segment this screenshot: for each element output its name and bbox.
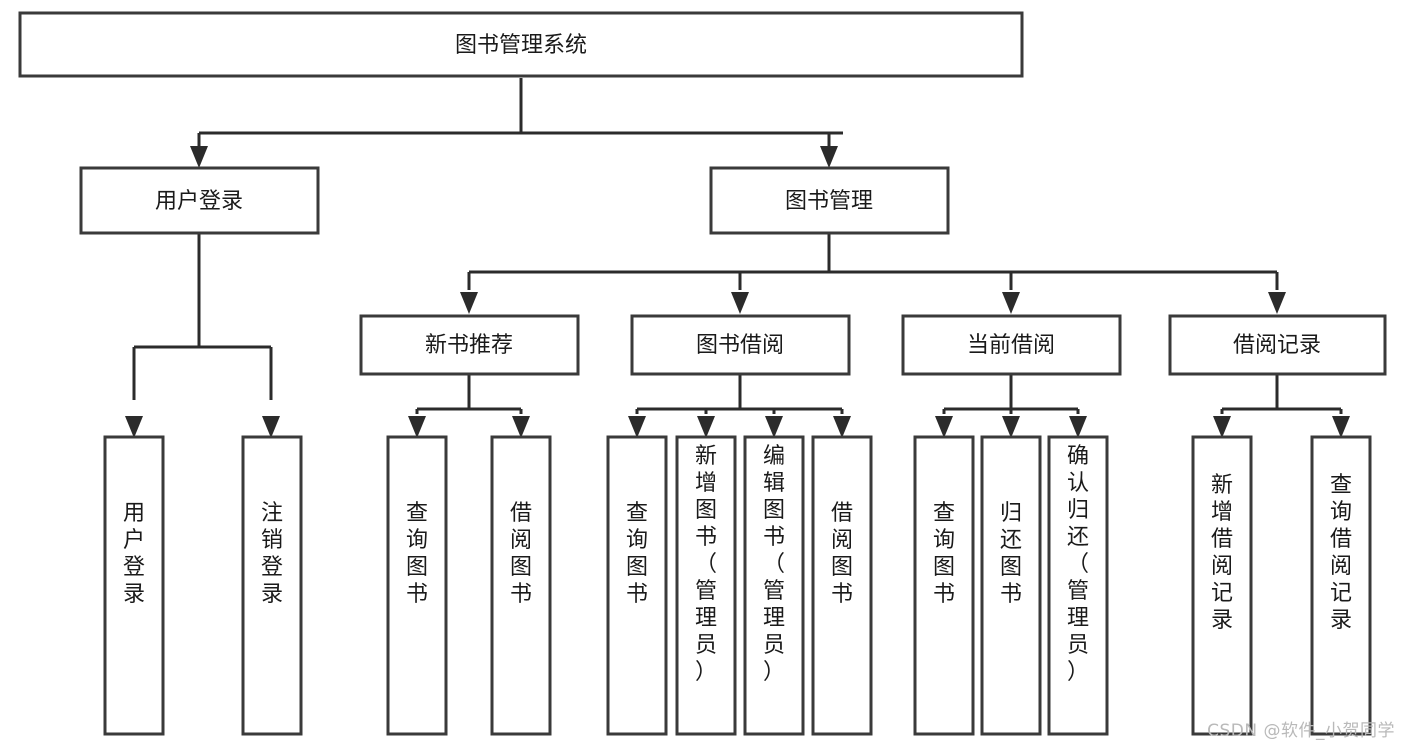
arrow-to-new-book [460,292,478,314]
node-current-borrow-box[interactable] [901,314,1122,376]
node-current-borrow-label: 当前借阅 [967,333,1055,358]
node-user-login-label: 用户登录 [155,189,243,214]
watermark-label: CSDN @软件_小贺同学 [1207,721,1395,741]
arrow-leaf-query-book-1 [408,416,426,438]
node-book-management-label: 图书管理 [785,189,873,214]
node-borrow-record-box[interactable] [1168,314,1387,376]
node-leaf-query-book-1-box[interactable] [386,435,448,736]
arrow-leaf-return-book [1002,416,1020,438]
node-root-label: 图书管理系统 [455,33,587,58]
node-leaf-user-logout[interactable]: 注销登录 [241,435,303,736]
node-leaf-query-book-2-label: 查询图书 [626,501,648,607]
node-new-book-recommend[interactable]: 新书推荐 [359,314,580,376]
arrow-to-book-management [820,146,838,168]
node-leaf-query-record[interactable]: 查询借阅记录 [1310,435,1372,736]
node-leaf-query-book-2[interactable]: 查询图书 [606,435,668,736]
node-borrow-record-label: 借阅记录 [1233,333,1321,358]
node-user-login[interactable]: 用户登录 [79,166,320,235]
node-leaf-return-book-label: 归还图书 [1000,501,1022,607]
arrow-leaf-confirm-return [1069,416,1087,438]
node-root-box[interactable] [18,11,1024,78]
node-leaf-query-book-1-label: 查询图书 [406,501,428,607]
node-user-login-box[interactable] [79,166,320,235]
node-leaf-query-book-3[interactable]: 查询图书 [913,435,975,736]
node-leaf-confirm-return-label: 确认归还（管理员） [1067,444,1089,685]
node-leaf-borrow-book-2-box[interactable] [811,435,873,736]
arrow-leaf-user-login [125,416,143,438]
node-book-management-box[interactable] [709,166,950,235]
arrow-leaf-query-record [1332,416,1350,438]
node-leaf-edit-book-label: 编辑图书（管理员） [763,444,785,685]
node-root[interactable]: 图书管理系统 [18,11,1024,78]
node-book-borrow-box[interactable] [630,314,851,376]
arrow-leaf-query-book-2 [628,416,646,438]
node-leaf-query-book-3-box[interactable] [913,435,975,736]
arrow-to-current-borrow [1002,292,1020,314]
node-leaf-add-record[interactable]: 新增借阅记录 [1191,435,1253,736]
node-new-book-recommend-label: 新书推荐 [425,333,513,358]
node-leaf-return-book[interactable]: 归还图书 [980,435,1042,736]
node-book-borrow-label: 图书借阅 [696,333,784,358]
node-leaf-borrow-book-1-label: 借阅图书 [510,501,532,607]
node-leaf-query-book-1[interactable]: 查询图书 [386,435,448,736]
node-leaf-query-record-label: 查询借阅记录 [1330,473,1352,633]
arrow-leaf-borrow-book-2 [833,416,851,438]
connector-layer [125,78,1350,438]
node-leaf-borrow-book-1[interactable]: 借阅图书 [490,435,552,736]
node-leaf-add-record-box[interactable] [1191,435,1253,736]
arrow-leaf-query-book-3 [935,416,953,438]
arrow-leaf-add-record [1213,416,1231,438]
node-leaf-add-record-label: 新增借阅记录 [1211,473,1233,633]
node-leaf-borrow-book-1-box[interactable] [490,435,552,736]
node-leaf-user-login-box[interactable] [103,435,165,736]
node-leaf-user-login[interactable]: 用户登录 [103,435,165,736]
node-leaf-borrow-book-2[interactable]: 借阅图书 [811,435,873,736]
node-leaf-user-logout-box[interactable] [241,435,303,736]
node-leaf-edit-book[interactable]: 编辑图书（管理员） [743,435,805,736]
arrow-leaf-add-book [697,416,715,438]
node-new-book-recommend-box[interactable] [359,314,580,376]
node-leaf-query-book-2-box[interactable] [606,435,668,736]
arrow-to-user-login [190,146,208,168]
node-book-management[interactable]: 图书管理 [709,166,950,235]
arrow-leaf-user-logout [262,416,280,438]
node-leaf-return-book-box[interactable] [980,435,1042,736]
node-borrow-record[interactable]: 借阅记录 [1168,314,1387,376]
arrow-leaf-edit-book [765,416,783,438]
arrow-to-borrow-record [1268,292,1286,314]
node-leaf-confirm-return-box[interactable] [1047,435,1109,736]
node-leaf-user-login-label: 用户登录 [123,501,145,607]
node-leaf-add-book[interactable]: 新增图书（管理员） [675,435,737,736]
node-leaf-edit-book-box[interactable] [743,435,805,736]
arrow-to-book-borrow [731,292,749,314]
node-book-borrow[interactable]: 图书借阅 [630,314,851,376]
node-leaf-confirm-return[interactable]: 确认归还（管理员） [1047,435,1109,736]
node-current-borrow[interactable]: 当前借阅 [901,314,1122,376]
node-leaf-add-book-label: 新增图书（管理员） [695,444,717,685]
node-leaf-add-book-box[interactable] [675,435,737,736]
node-leaf-borrow-book-2-label: 借阅图书 [831,501,853,607]
node-leaf-user-logout-label: 注销登录 [261,501,283,607]
node-leaf-query-book-3-label: 查询图书 [933,501,955,607]
node-leaf-query-record-box[interactable] [1310,435,1372,736]
arrow-leaf-borrow-book-1 [512,416,530,438]
